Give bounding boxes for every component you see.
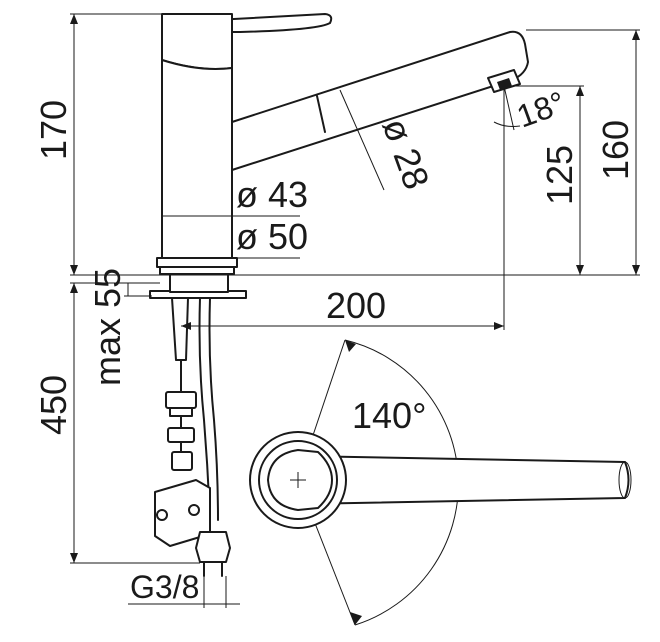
swivel-arrow-lower xyxy=(350,612,362,625)
label-diameter-43: ø 43 xyxy=(236,174,308,215)
side-elevation xyxy=(149,13,529,577)
label-diameter-28: ø 28 xyxy=(374,113,437,195)
handle-cap xyxy=(161,13,233,70)
fitting-3 xyxy=(167,427,195,443)
threaded-shank xyxy=(171,297,189,361)
valve-screw-1 xyxy=(156,509,168,521)
body-column xyxy=(161,59,233,259)
fitting-1 xyxy=(165,391,197,409)
label-200: 200 xyxy=(326,285,386,326)
supply-hose-inner xyxy=(208,297,219,521)
base-ring-upper xyxy=(156,257,238,268)
aerator-tip xyxy=(497,78,512,90)
label-125: 125 xyxy=(539,145,580,205)
dim-18-arc xyxy=(493,121,521,127)
spout-band xyxy=(316,95,326,133)
dim-28-leader xyxy=(339,89,385,191)
connector-nut xyxy=(195,531,231,563)
valve-screw-2 xyxy=(188,504,200,516)
label-140: 140° xyxy=(352,395,426,436)
dimension-lines xyxy=(70,13,640,608)
label-g38: G3/8 xyxy=(130,569,199,605)
label-170: 170 xyxy=(33,100,74,160)
dim-18-ray xyxy=(503,85,515,131)
lever-handle xyxy=(214,13,333,33)
base-ring-lower xyxy=(159,266,235,275)
label-450: 450 xyxy=(33,375,74,435)
plan-spout xyxy=(299,455,630,505)
spout xyxy=(231,30,529,171)
mount-nut xyxy=(169,273,229,293)
dimension-labels: 170 450 max 55 ø 43 ø 50 ø 28 200 160 12… xyxy=(33,84,636,605)
label-diameter-50: ø 50 xyxy=(236,216,308,257)
connector-thread xyxy=(203,561,223,577)
label-160: 160 xyxy=(595,120,636,180)
label-18: 18° xyxy=(512,84,570,134)
label-max55: max 55 xyxy=(87,268,128,386)
plan-view xyxy=(249,339,632,626)
fitting-2 xyxy=(169,407,193,417)
swivel-arrow-upper xyxy=(345,340,356,352)
fitting-4 xyxy=(171,451,193,471)
plan-spout-end xyxy=(618,461,632,499)
